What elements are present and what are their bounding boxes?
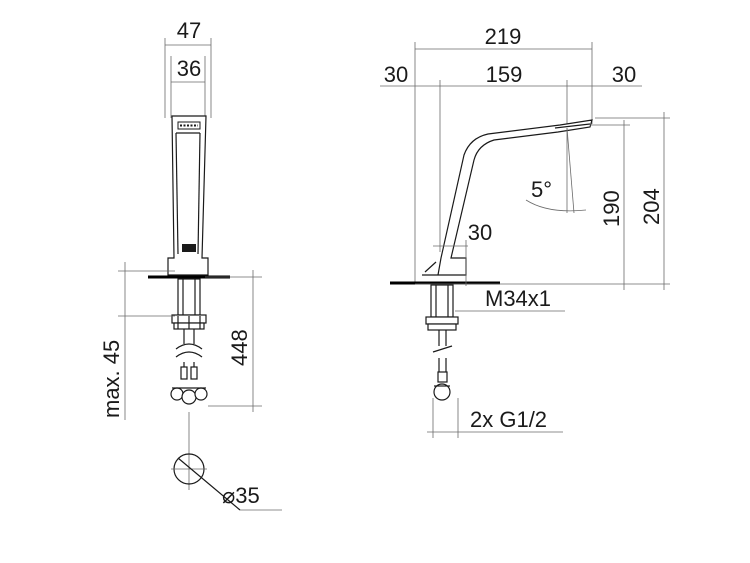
dim-spout-reach: 159: [486, 62, 523, 87]
dim-spout-width: 36: [177, 56, 201, 81]
dim-base-offset: 30: [468, 220, 492, 245]
dim-overall-width: 47: [177, 18, 201, 43]
spout-front-body: [167, 115, 209, 276]
side-reach-dimensions: [380, 42, 642, 284]
shank-front: [170, 278, 208, 405]
spout-side-body: [422, 119, 593, 276]
dim-tilt-angle: 5°: [531, 177, 552, 202]
deck-thickness-dimension: [118, 262, 175, 420]
height-dimensions: [415, 112, 670, 290]
side-view: 219 30 159 30: [380, 24, 670, 438]
dim-length-below-deck: 448: [227, 329, 252, 366]
front-view: 47 36: [99, 18, 282, 511]
dim-front-offset: 30: [612, 62, 636, 87]
connection-spec: 2x G1/2: [470, 407, 547, 432]
logo-badge: [182, 244, 196, 252]
front-width-dimensions: [164, 38, 212, 118]
shank-side: [425, 284, 459, 401]
base-offset-dimension: [433, 240, 468, 286]
tilt-angle-indicator: [525, 127, 587, 214]
dim-outlet-height: 190: [599, 190, 624, 227]
dim-rear-offset: 30: [384, 62, 408, 87]
length-dimension: [205, 270, 262, 412]
dim-hole-diameter: ⌀35: [222, 483, 260, 508]
connection-dimension: [427, 398, 563, 438]
dim-overall-reach: 219: [485, 24, 522, 49]
thread-spec: M34x1: [485, 286, 551, 311]
dim-deck-thickness: max. 45: [99, 340, 124, 418]
dim-total-height: 204: [639, 188, 664, 225]
bore-hole-symbol: [171, 453, 282, 511]
